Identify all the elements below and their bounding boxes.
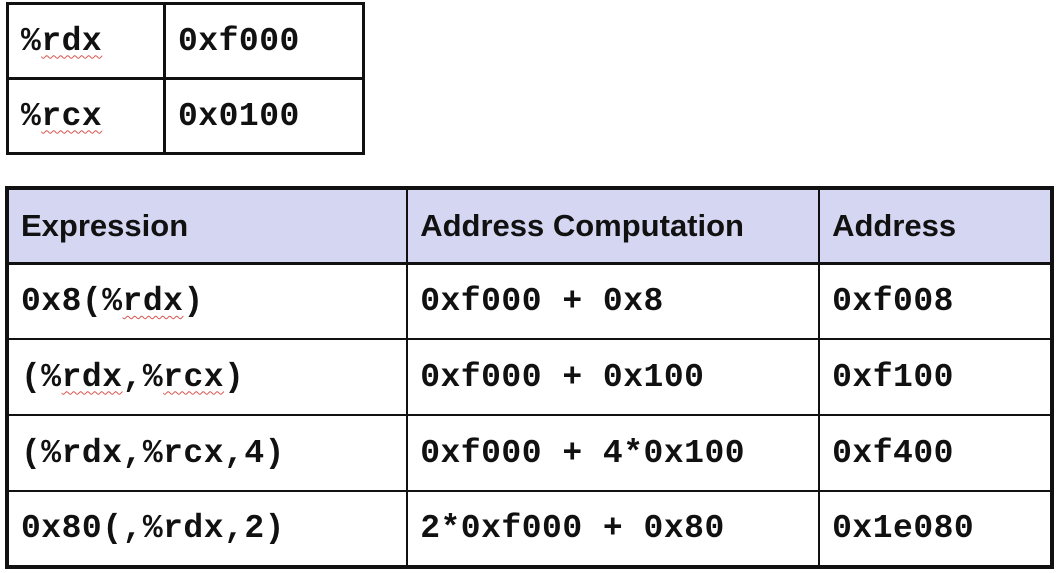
address-cell: 0xf400 — [818, 414, 1053, 492]
header-expression: Expression — [5, 187, 409, 265]
expression-text: 0x8(%rdx) — [21, 282, 204, 320]
expression-cell: 0x8(%rdx) — [5, 262, 409, 340]
expression-cell: 0x80(,%rdx,2) — [5, 490, 409, 568]
register-row: %rdx 0xf000 — [6, 2, 365, 80]
table-row: (%rdx,%rcx) 0xf000 + 0x100 0xf100 — [5, 338, 1053, 416]
computation-cell: 2*0xf000 + 0x80 — [406, 490, 821, 568]
expression-text: (%rdx,%rcx) — [21, 358, 245, 396]
register-prefix: % — [21, 22, 42, 60]
register-value: 0x0100 — [163, 77, 365, 155]
register-table: %rdx 0xf000 %rcx 0x0100 — [6, 2, 365, 155]
register-row: %rcx 0x0100 — [6, 77, 365, 155]
register-token: rdx — [122, 282, 184, 320]
expression-cell: (%rdx,%rcx) — [5, 338, 409, 416]
table-row: 0x8(%rdx) 0xf000 + 0x8 0xf008 — [5, 262, 1053, 340]
computation-cell: 0xf000 + 0x100 — [406, 338, 821, 416]
register-token: rcx — [163, 358, 225, 396]
table-header-row: Expression Address Computation Address — [5, 187, 1053, 265]
table-row: (%rdx,%rcx,4) 0xf000 + 4*0x100 0xf400 — [5, 414, 1053, 492]
table-row: 0x80(,%rdx,2) 2*0xf000 + 0x80 0x1e080 — [5, 490, 1053, 568]
address-cell: 0xf100 — [818, 338, 1053, 416]
computation-cell: 0xf000 + 0x8 — [406, 262, 821, 340]
header-address-computation: Address Computation — [406, 187, 821, 265]
register-name: %rdx — [6, 2, 166, 80]
register-value: 0xf000 — [163, 2, 365, 80]
register-label: rcx — [41, 97, 103, 135]
register-prefix: % — [21, 97, 42, 135]
expression-text: (%rdx,%rcx,4) — [21, 434, 285, 472]
address-cell: 0xf008 — [818, 262, 1053, 340]
header-address: Address — [818, 187, 1053, 265]
address-cell: 0x1e080 — [818, 490, 1053, 568]
expression-text: 0x80(,%rdx,2) — [21, 510, 285, 547]
expression-cell: (%rdx,%rcx,4) — [5, 414, 409, 492]
register-token: rdx — [61, 358, 123, 396]
register-name: %rcx — [6, 77, 166, 155]
address-computation-table: Expression Address Computation Address 0… — [5, 186, 1054, 569]
register-label: rdx — [41, 22, 103, 60]
computation-cell: 0xf000 + 4*0x100 — [406, 414, 821, 492]
